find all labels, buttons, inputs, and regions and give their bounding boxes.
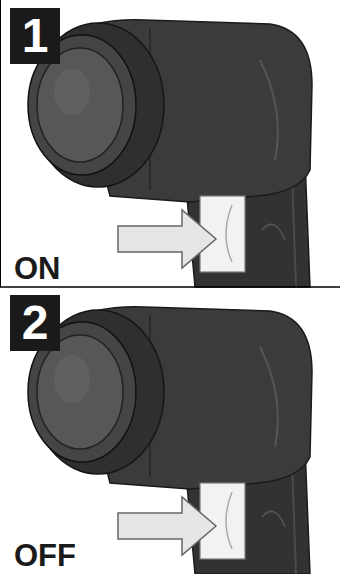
panel-number: 2 [10,295,60,351]
state-label: OFF [14,539,76,573]
flashlight-off [28,307,312,574]
state-label: ON [14,252,61,286]
panel-number: 1 [10,8,60,64]
flashlight-on [28,20,312,287]
panel-border [0,0,1,287]
panel-divider [0,286,340,288]
